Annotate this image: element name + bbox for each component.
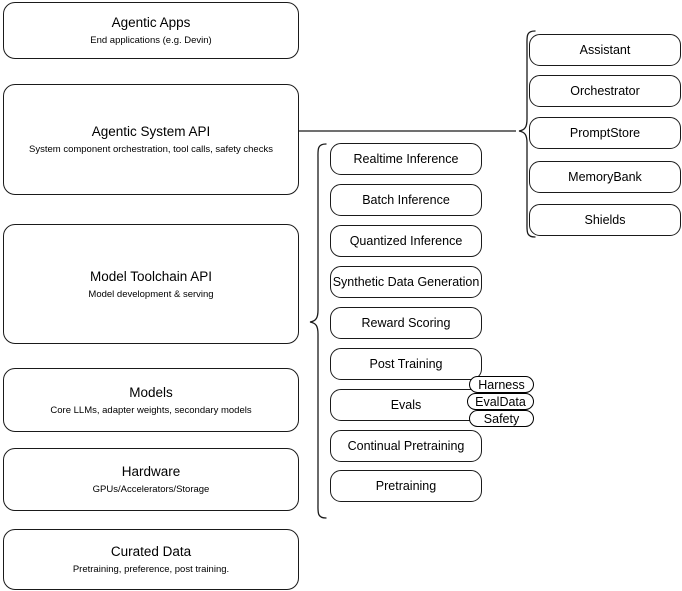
evals-pill-evaldata[interactable]: EvalData [467, 393, 534, 410]
layer-agentic-system-api[interactable]: Agentic System API System component orch… [3, 84, 299, 195]
component-label: PromptStore [569, 126, 641, 140]
component-label: MemoryBank [568, 170, 642, 184]
capability-realtime-inference[interactable]: Realtime Inference [330, 143, 482, 175]
layer-subtitle: Pretraining, preference, post training. [72, 564, 230, 575]
component-label: Orchestrator [570, 84, 640, 98]
capability-batch-inference[interactable]: Batch Inference [330, 184, 482, 216]
layer-models[interactable]: Models Core LLMs, adapter weights, secon… [3, 368, 299, 432]
capability-post-training[interactable]: Post Training [330, 348, 482, 380]
component-promptstore[interactable]: PromptStore [529, 117, 681, 149]
layer-curated-data[interactable]: Curated Data Pretraining, preference, po… [3, 529, 299, 590]
component-orchestrator[interactable]: Orchestrator [529, 75, 681, 107]
evals-pill-label: EvalData [475, 394, 526, 409]
layer-model-toolchain-api[interactable]: Model Toolchain API Model development & … [3, 224, 299, 344]
capability-pretraining[interactable]: Pretraining [330, 470, 482, 502]
capability-synthetic-data-generation[interactable]: Synthetic Data Generation [330, 266, 482, 298]
component-assistant[interactable]: Assistant [529, 34, 681, 66]
layer-subtitle: End applications (e.g. Devin) [90, 35, 212, 46]
layer-title: Models [129, 384, 173, 400]
connector-agentic-system-api-to-components [299, 121, 519, 141]
layer-subtitle: Core LLMs, adapter weights, secondary mo… [50, 404, 252, 416]
capability-quantized-inference[interactable]: Quantized Inference [330, 225, 482, 257]
capability-label: Quantized Inference [349, 234, 463, 248]
capability-label: Synthetic Data Generation [332, 275, 480, 289]
capability-label: Continual Pretraining [347, 439, 465, 453]
layer-title: Curated Data [110, 544, 192, 559]
brace-model-toolchain [299, 140, 329, 522]
capability-label: Batch Inference [362, 193, 450, 207]
layer-agentic-apps[interactable]: Agentic Apps End applications (e.g. Devi… [3, 2, 299, 59]
layer-hardware[interactable]: Hardware GPUs/Accelerators/Storage [3, 448, 299, 511]
evals-pill-harness[interactable]: Harness [469, 376, 534, 393]
capability-continual-pretraining[interactable]: Continual Pretraining [330, 430, 482, 462]
capability-evals[interactable]: Evals [330, 389, 482, 421]
capability-label: Post Training [369, 357, 443, 371]
component-memorybank[interactable]: MemoryBank [529, 161, 681, 193]
capability-label: Evals [390, 398, 422, 412]
layer-subtitle: Model development & serving [88, 288, 214, 300]
layer-title: Agentic System API [91, 124, 211, 139]
layer-title: Agentic Apps [111, 15, 191, 30]
capability-reward-scoring[interactable]: Reward Scoring [330, 307, 482, 339]
layer-subtitle: System component orchestration, tool cal… [29, 144, 273, 155]
evals-pill-safety[interactable]: Safety [469, 410, 534, 427]
component-label: Assistant [579, 43, 631, 57]
capability-label: Reward Scoring [361, 316, 451, 330]
layer-title: Model Toolchain API [89, 268, 213, 284]
brace-agentic-system [510, 27, 538, 245]
evals-pill-label: Harness [478, 377, 525, 392]
capability-label: Pretraining [375, 479, 437, 493]
layer-subtitle: GPUs/Accelerators/Storage [92, 484, 210, 495]
component-label: Shields [584, 213, 626, 227]
capability-label: Realtime Inference [353, 152, 459, 166]
layer-title: Hardware [121, 464, 181, 479]
component-shields[interactable]: Shields [529, 204, 681, 236]
evals-pill-label: Safety [483, 411, 520, 426]
